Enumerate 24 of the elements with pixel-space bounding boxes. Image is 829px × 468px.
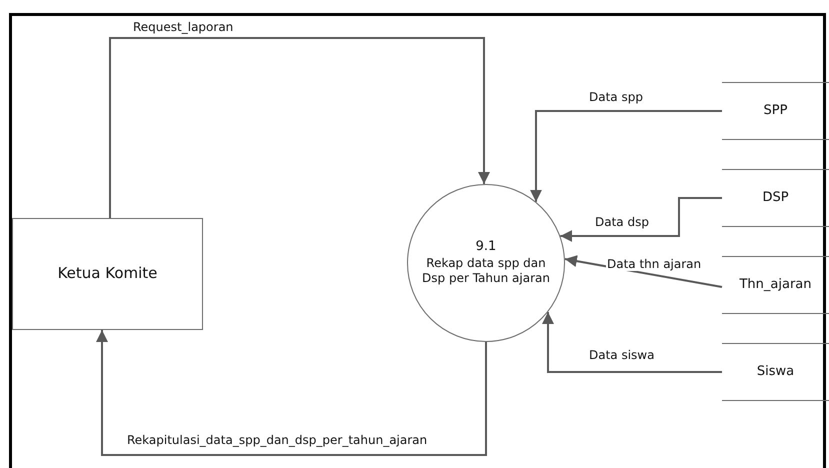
flow-arrow	[530, 110, 722, 202]
flow-arrow	[560, 197, 722, 242]
store-label: SPP	[764, 102, 788, 120]
store-label: Thn_ajaran	[739, 276, 812, 294]
edge-label: Request_laporan	[132, 20, 234, 34]
edge-label: Data spp	[588, 90, 644, 104]
data-store	[722, 169, 829, 227]
edge-label: Data siswa	[588, 348, 656, 362]
entity-label: Ketua Komite	[58, 264, 158, 284]
store-label: Siswa	[756, 364, 794, 380]
data-store	[722, 82, 829, 140]
flow-arrow	[542, 312, 722, 373]
data-store	[722, 256, 829, 314]
flow-arrow	[96, 330, 487, 456]
edge-label: Data dsp	[594, 215, 650, 229]
data-store	[722, 343, 829, 401]
edge-label: Data thn ajaran	[606, 257, 702, 271]
entity-box	[12, 218, 203, 330]
process-label: Rekap data spp dan Dsp per Tahun ajaran	[421, 256, 551, 288]
flow-arrow	[564, 255, 722, 288]
store-label: DSP	[762, 190, 789, 206]
process-number: 9.1	[476, 238, 496, 256]
edge-label: Rekapitulasi_data_spp_dan_dsp_per_tahun_ajaran	[126, 433, 428, 447]
flow-arrow	[109, 37, 490, 218]
